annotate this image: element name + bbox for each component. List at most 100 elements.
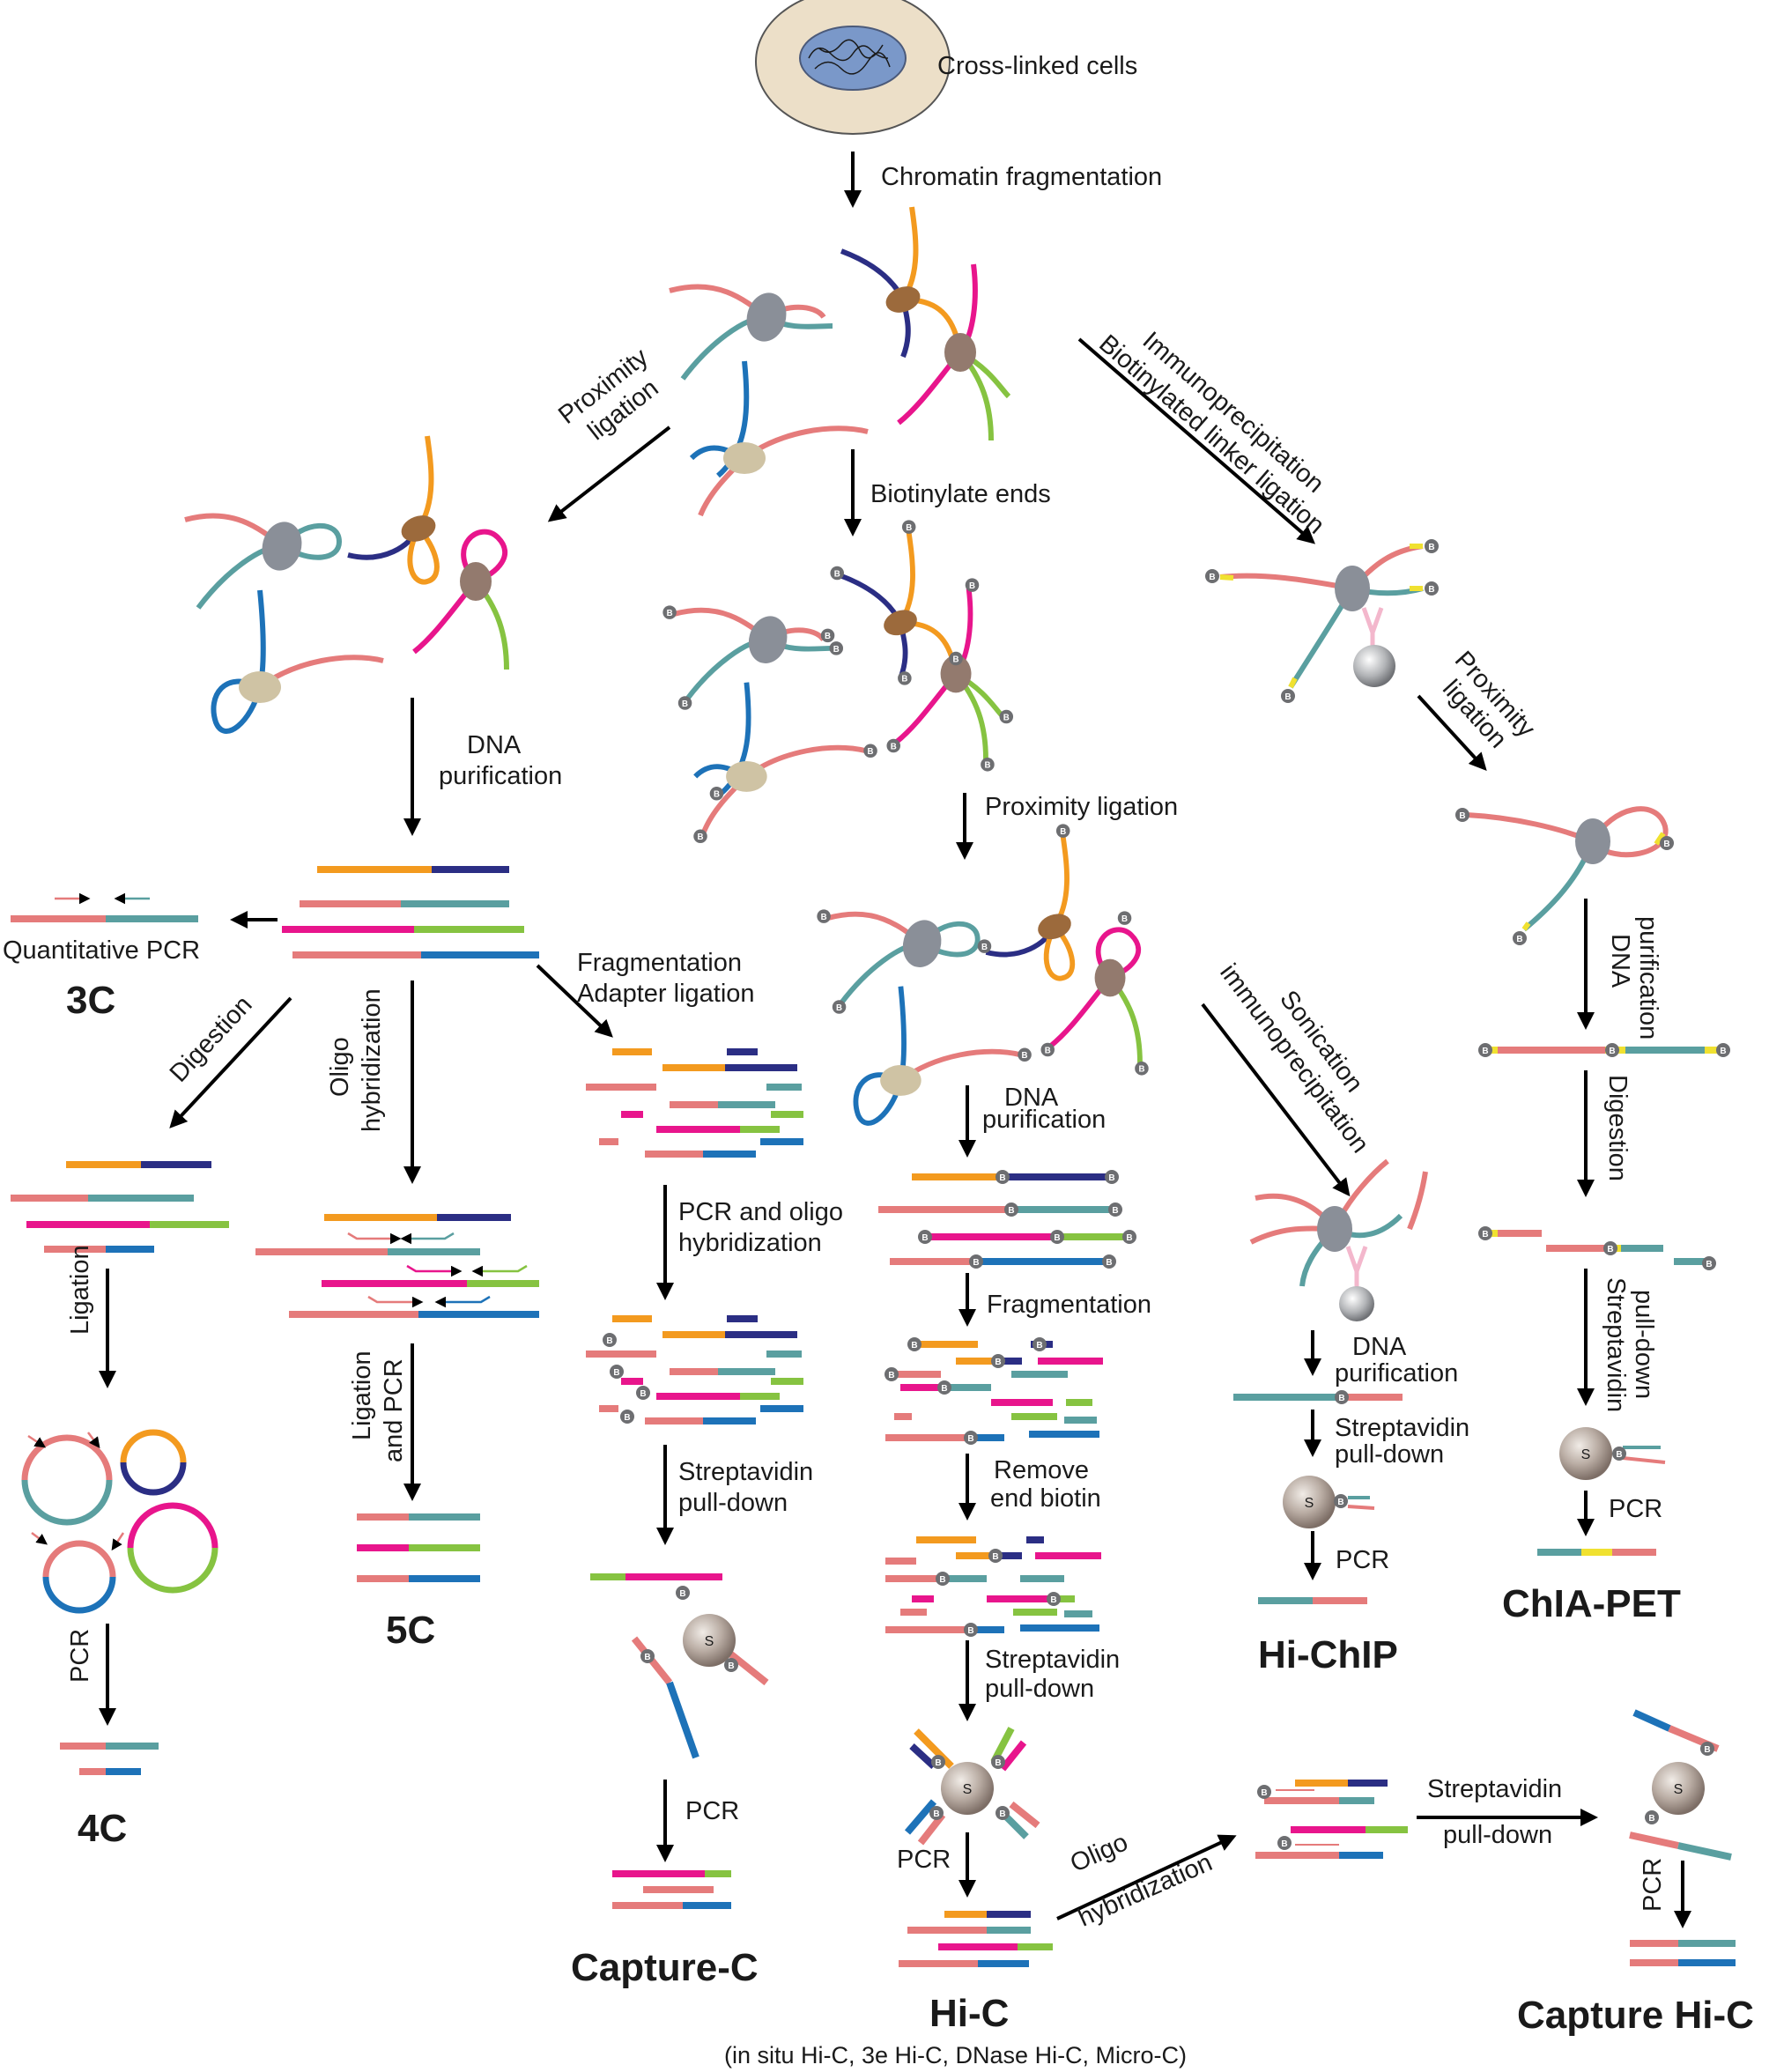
arrow-fragmentation-adapter [536,964,613,1038]
pcr-product-4c [60,1743,159,1775]
pcr-capture-c-label: PCR [685,1797,739,1825]
streptavidin-hichip-label-1: Streptavidin [1335,1414,1469,1442]
end-biotin-removed-library [885,1536,1101,1637]
streptavidin-bead-hichip [1283,1476,1375,1528]
pcr-products-capture-c [612,1870,731,1909]
biotinylated-chromatin [662,520,1014,844]
svg-text:Oligo: Oligo [326,1037,354,1097]
method-capture-hic-label: Capture Hi-C [1517,1994,1754,2037]
biotinylate-ends-label: Biotinylate ends [870,480,1051,508]
method-hi-c-label: Hi-C [929,1992,1009,2035]
streptavidin-capture-hic-label-1: Streptavidin [1427,1775,1562,1803]
dna-purification-3c-label-2: purification [439,762,562,790]
immunoprecipitation-label: Immunoprecipitation Biotinylated linker … [1093,326,1329,540]
dna-purification-3c-label-1: DNA [467,731,522,759]
purified-hichip-junction [1233,1390,1403,1404]
fragmented-hic-library [884,1337,1103,1445]
dna-purification-chiapet-label: DNA purification [1606,916,1662,1040]
pcr-chiapet-label: PCR [1609,1495,1662,1523]
proximity-ligation-chiapet-label: Proximity ligation [1437,646,1541,753]
svg-text:Biotinylated linker ligation: Biotinylated linker ligation [1093,329,1329,540]
dna-purification-hichip-label-1: DNA [1352,1333,1407,1361]
streptavidin-chiapet-label: Streptavidin pull-down [1602,1277,1658,1412]
cross-linked-cell-icon [755,0,951,135]
oligo-hybridization-capture-hic-label: Oligo hybridization [1066,1828,1217,1932]
ligated-chromatin-chiapet [1455,806,1674,945]
chromatin-fragmentation-label: Chromatin fragmentation [881,163,1162,191]
streptavidin-bead-chiapet [1559,1427,1666,1480]
digested-fragments-4c [11,1161,229,1253]
svg-text:Oligo: Oligo [1066,1828,1132,1878]
method-4c-label: 4C [78,1807,127,1850]
svg-text:hybridization: hybridization [358,988,386,1132]
arrow-digestion-4c [169,996,292,1128]
arrow-proximity-ligation-left [547,426,671,522]
streptavidin-hic-label-2: pull-down [985,1675,1094,1703]
remove-end-biotin-label-2: end biotin [990,1484,1101,1513]
ligated-biotinylated-chromatin [817,824,1149,1123]
method-5c-label: 5C [386,1609,435,1652]
streptavidin-bead-hic [904,1727,1040,1846]
method-capture-c-label: Capture-C [571,1946,759,1989]
arrow-oligo-hybridization-capture-hic [1056,1834,1237,1920]
linker-ligated-chromatin-chiapet [1205,539,1439,703]
proximity-ligation-hic-label: Proximity ligation [985,793,1178,821]
streptavidin-bead-capture-c [590,1573,769,1759]
oligo-hybridized-5c [255,1214,539,1318]
immunoprecipitated-chromatin-hichip [1249,1158,1428,1321]
digestion-4c-label: Digestion [165,991,258,1088]
streptavidin-capture-c-label-2: pull-down [678,1489,788,1517]
pcr-and-oligo-label-1: PCR and oligo [678,1198,843,1226]
qpcr-product [11,892,198,922]
pcr-and-oligo-label-2: hybridization [678,1229,822,1257]
fragmentation-hic-label: Fragmentation [987,1291,1151,1319]
streptavidin-hichip-label-2: pull-down [1335,1440,1444,1469]
quantitative-pcr-label: Quantitative PCR [3,936,200,965]
digested-chiapet-fragments [1478,1226,1716,1270]
digestion-chiapet-label: Digestion [1603,1075,1632,1181]
method-hi-chip-label: Hi-ChIP [1258,1633,1398,1676]
pcr-products-capture-hic [1630,1940,1736,1966]
streptavidin-hic-label-1: Streptavidin [985,1646,1120,1674]
pcr-hichip-label: PCR [1336,1546,1389,1574]
remove-end-biotin-label-1: Remove [994,1456,1089,1484]
purified-chiapet-junction [1478,1043,1730,1057]
adapter-ligation-label: Adapter ligation [577,980,755,1008]
pcr-4c-label: PCR [66,1629,94,1683]
streptavidin-capture-c-label-1: Streptavidin [678,1458,813,1486]
arrow-sonication-ip [1201,1003,1351,1197]
purified-biotin-junctions [878,1170,1136,1269]
fragmentation-label: Fragmentation [577,949,742,977]
dna-purification-hic-label-2: purification [982,1106,1106,1134]
svg-text:DNA: DNA [1606,934,1634,988]
arrow-immunoprecipitation [1077,337,1316,544]
method-3c-label: 3C [66,979,115,1022]
pcr-capture-hic-label: PCR [1639,1858,1667,1912]
oligo-hybridized-hic-library [1255,1780,1408,1859]
pcr-products-5c [357,1513,480,1582]
svg-text:pull-down: pull-down [1630,1290,1658,1399]
pcr-hic-label: PCR [897,1846,951,1874]
ligated-chromatin-3c [185,436,507,731]
purified-ligation-products [282,866,539,958]
oligo-captured-library [586,1315,803,1424]
cross-linked-cells-label: Cross-linked cells [937,52,1137,80]
svg-text:Streptavidin: Streptavidin [1602,1277,1630,1412]
sonication-ip-label: Sonication immunoprecipitation [1214,958,1374,1158]
ligation-4c-label: Ligation [66,1245,94,1335]
svg-text:purification: purification [1634,916,1662,1040]
method-chia-pet-label: ChIA-PET [1502,1582,1681,1625]
fragmented-adapter-library [586,1048,803,1158]
streptavidin-bead-capture-hic [1629,1709,1732,1861]
oligo-hybridization-5c-label: Oligo hybridization [326,988,386,1132]
arrow-proximity-ligation-chiapet [1417,694,1487,771]
streptavidin-capture-hic-label-2: pull-down [1443,1821,1552,1849]
dna-purification-hic-label-1: DNA [1004,1084,1059,1112]
svg-text:and PCR: and PCR [380,1358,408,1462]
fragmented-chromatin-cluster [670,207,1009,515]
dna-purification-hichip-label-2: purification [1335,1359,1458,1388]
ligation-and-pcr-5c-label: Ligation and PCR [348,1350,408,1462]
hi-c-variants-note: (in situ Hi-C, 3e Hi-C, DNase Hi-C, Micr… [724,2042,1187,2068]
pcr-products-hic [899,1911,1053,1967]
